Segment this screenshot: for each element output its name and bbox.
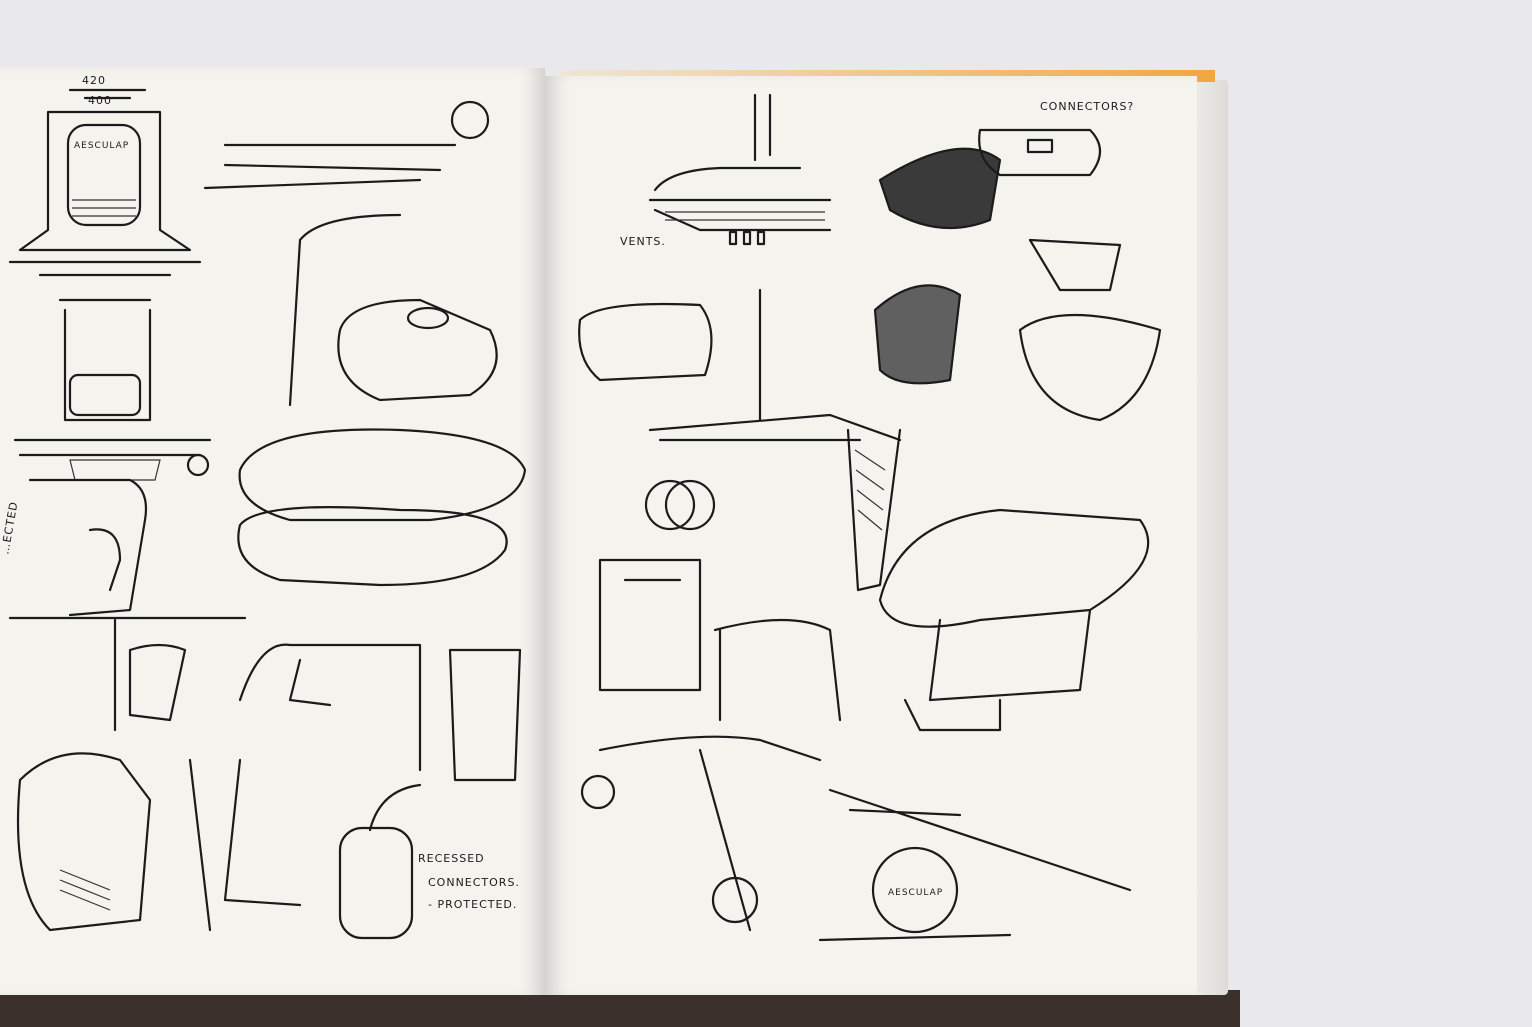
note-line-3: - PROTECTED.: [428, 898, 517, 911]
detail-sketches-left: [8, 100, 527, 940]
note-line-2: CONNECTORS.: [428, 876, 520, 889]
left-page: [0, 68, 545, 995]
right-page: [545, 76, 1197, 995]
side-note: …ECTED: [0, 500, 21, 555]
dimension-inner: 400: [88, 94, 112, 107]
notebook-cover: [0, 990, 1240, 1027]
cart-detail-sketches-right: [578, 93, 1162, 942]
note-line-1: RECESSED: [418, 852, 485, 865]
cart-front-sketch: [8, 88, 212, 481]
wheel-label: AESCULAP: [888, 888, 943, 898]
connectors-label: CONNECTORS?: [1040, 100, 1134, 113]
vents-label: VENTS.: [620, 235, 666, 248]
brand-label: AESCULAP: [74, 141, 129, 151]
dimension-outer: 420: [82, 74, 106, 87]
